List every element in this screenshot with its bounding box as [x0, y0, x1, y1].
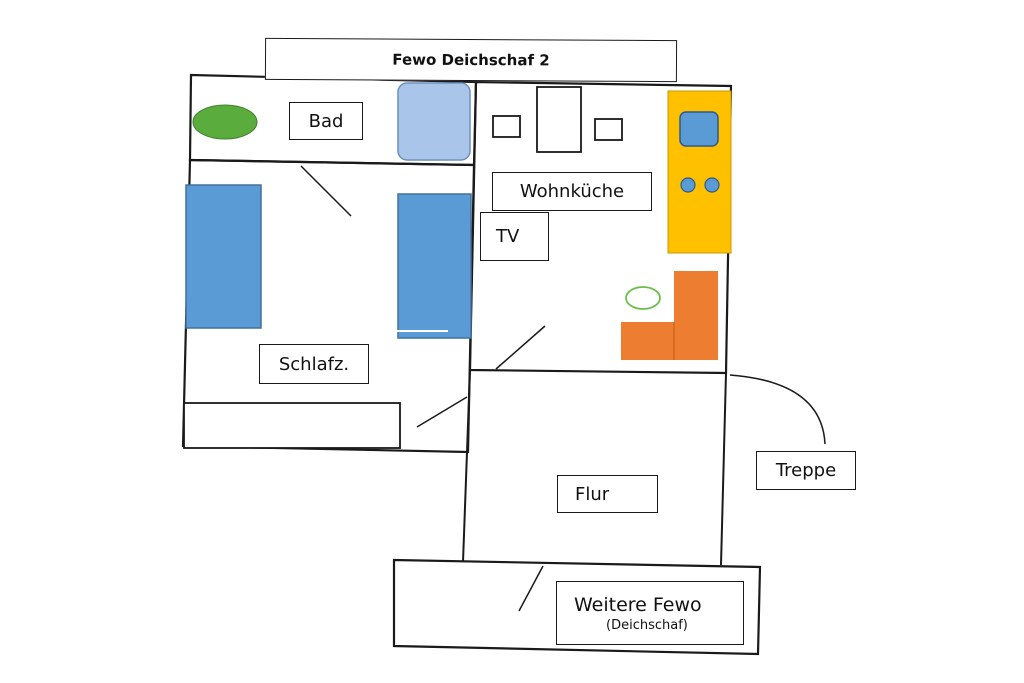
- dining-table-icon: [536, 86, 582, 153]
- stair-door-arc: [729, 374, 826, 445]
- door-bad: [300, 165, 352, 217]
- bed-left-icon: [185, 184, 262, 329]
- door-weitere-fewo: [518, 565, 544, 612]
- sink-icon: [679, 111, 719, 147]
- door-schlafzimmer: [416, 396, 468, 428]
- weitere-fewo-subtitle: (Deichschaf): [606, 617, 688, 633]
- door-wohnkueche: [495, 325, 546, 370]
- stove-burner-left-icon: [680, 177, 696, 193]
- flur-wall-right: [720, 372, 727, 566]
- room-label-wohnkueche: Wohnküche: [492, 172, 652, 211]
- stove-burner-right-icon: [704, 177, 720, 193]
- chair-left-icon: [492, 115, 521, 138]
- coffee-table-icon: [625, 286, 661, 310]
- sofa-icon: [621, 271, 718, 360]
- plan-title: Fewo Deichschaf 2: [264, 37, 678, 83]
- flur-wall: [462, 369, 471, 563]
- chair-right-icon: [594, 118, 623, 141]
- room-label-bad: Bad: [289, 102, 363, 140]
- room-label-schlafzimmer: Schlafz.: [259, 344, 369, 384]
- bed-right-icon: [397, 193, 472, 339]
- plant-icon: [192, 104, 258, 140]
- weitere-fewo-title: Weitere Fewo: [574, 593, 702, 616]
- room-label-flur: Flur: [557, 475, 658, 513]
- weitere-fewo-wall: [392, 558, 762, 656]
- room-label-weitere-fewo: Weitere Fewo (Deichschaf): [556, 581, 744, 645]
- room-label-treppe: Treppe: [756, 451, 856, 490]
- tv-label: TV: [480, 212, 549, 261]
- wardrobe-icon: [183, 402, 401, 449]
- shower-icon: [397, 82, 471, 161]
